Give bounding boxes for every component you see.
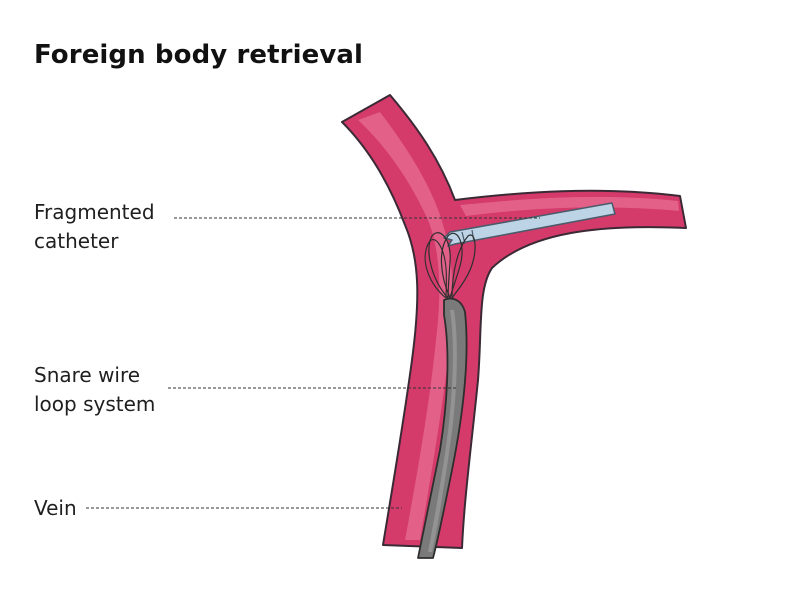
snare-loop (440, 232, 463, 299)
vein-branch-highlight (460, 196, 679, 216)
snare-loop (428, 232, 451, 299)
label-snare-wire-loop-system: Snare wire loop system (34, 363, 156, 416)
snare-loop (451, 234, 476, 299)
snare-shaft-highlight (428, 310, 457, 552)
vein-highlight (358, 112, 453, 540)
label-vein: Vein (34, 496, 77, 520)
snare-wire-loop-system (417, 232, 476, 559)
vein-body (341, 94, 687, 549)
diagram-title: Foreign body retrieval (34, 40, 364, 70)
vein-illustration (341, 94, 687, 549)
snare-loop (424, 239, 447, 299)
label-fragmented-catheter: Fragmented catheter (34, 200, 155, 253)
